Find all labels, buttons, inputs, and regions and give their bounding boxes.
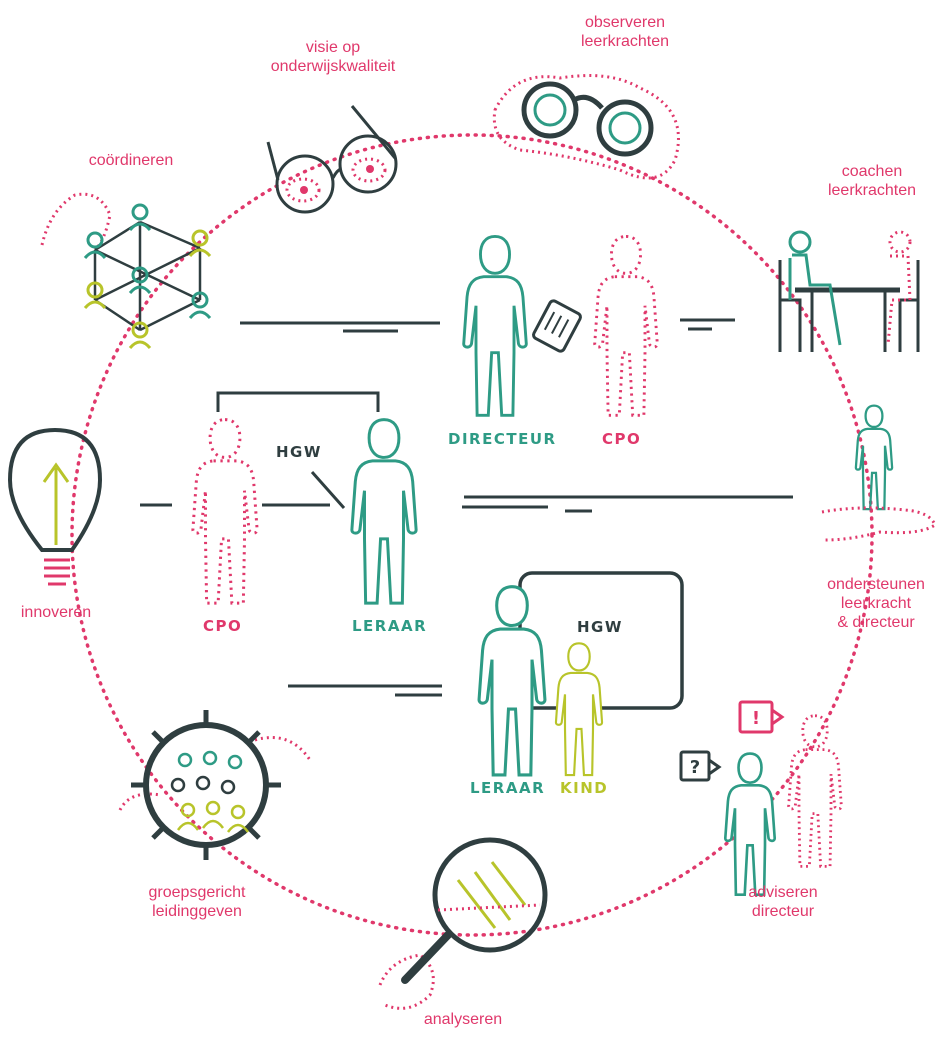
- role-kind: KIND: [560, 779, 609, 797]
- role-leraar-bottom: LERAAR: [470, 779, 546, 797]
- role-cpo-top: CPO: [602, 430, 642, 448]
- bracket: [216, 391, 380, 412]
- leraar-figure-bottom: [477, 584, 547, 777]
- role-leraar-mid: LERAAR: [352, 617, 428, 635]
- role-hgw-bottom: HGW: [577, 618, 623, 636]
- tablet-icon: [532, 299, 582, 353]
- label-ondersteunen: ondersteunen leerkracht & directeur: [827, 576, 925, 631]
- advice-icon: [679, 700, 841, 895]
- question-badge: ?: [690, 757, 700, 778]
- label-analyseren: analyseren: [423, 1011, 503, 1028]
- leraar-figure-mid: [349, 417, 419, 606]
- directeur-figure: [461, 234, 529, 418]
- coaching-table-icon: [778, 230, 920, 352]
- activity-circle: [70, 133, 874, 937]
- pointer-stick: [310, 471, 346, 509]
- kind-figure: [554, 641, 604, 777]
- magnifier-icon: [378, 837, 548, 1010]
- horizontal-bars: [140, 318, 793, 697]
- lightbulb-icon: [7, 427, 103, 586]
- label-coachen: coachen leerkrachten: [827, 163, 917, 199]
- role-hgw-mid: HGW: [276, 443, 322, 461]
- label-adviseren: adviseren directeur: [748, 884, 818, 920]
- support-person-icon: [821, 404, 937, 542]
- label-coordineren: coördineren: [88, 152, 174, 169]
- role-directeur: DIRECTEUR: [448, 430, 557, 448]
- binoculars-icon: [492, 74, 680, 180]
- cpo-figure-top: [592, 234, 660, 418]
- label-groepsgericht: groepsgericht leidinggeven: [148, 884, 246, 920]
- glasses-icon: [266, 105, 398, 214]
- role-cpo-mid: CPO: [203, 617, 243, 635]
- group-lens-icon: [118, 710, 312, 860]
- label-visie: visie op onderwijskwaliteit: [270, 39, 396, 75]
- exclamation-badge: !: [752, 708, 760, 729]
- cpo-figure-mid: [190, 417, 260, 606]
- label-observeren: observeren leerkrachten: [580, 14, 670, 50]
- network-icon: [40, 192, 212, 350]
- label-innoveren: innoveren: [20, 604, 92, 621]
